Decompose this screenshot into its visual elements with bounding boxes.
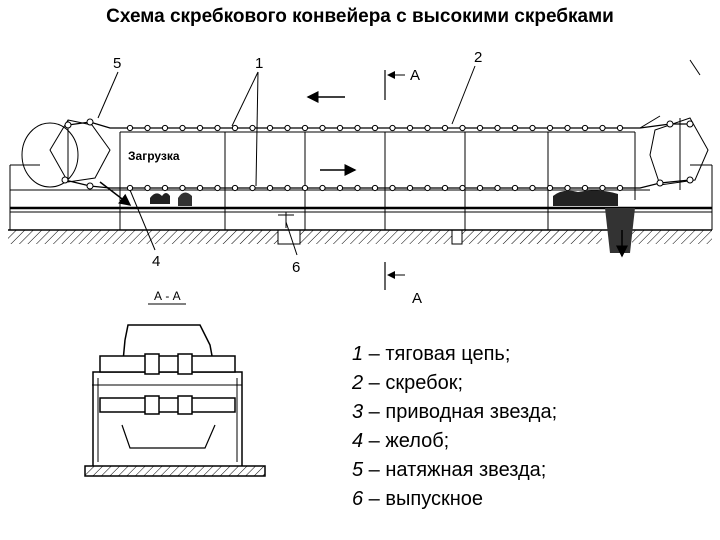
scraper-node — [546, 184, 554, 192]
legend-item: 4 – желоб; — [352, 430, 450, 452]
scraper-node — [564, 124, 571, 132]
diagram-title: Схема скребкового конвейера с высокими с… — [106, 6, 614, 27]
scraper-node — [389, 184, 396, 192]
discharge-outlet — [278, 212, 628, 258]
scraper-node — [179, 124, 186, 132]
scraper-node — [266, 184, 274, 192]
scraper-node — [161, 184, 169, 192]
scraper-node — [406, 124, 414, 132]
scraper-node — [581, 184, 589, 192]
scraper-node — [126, 184, 134, 192]
legend-item: 5 – натяжная звезда; — [352, 459, 547, 481]
scraper-node — [231, 184, 239, 192]
scraper-node — [406, 184, 414, 192]
scraper-node — [284, 184, 291, 192]
legend: 1 – тяговая цепь; 2 – скребок; 3 – приво… — [352, 340, 557, 514]
leader-lines — [97, 65, 476, 256]
scraper-node — [424, 124, 431, 132]
cross-section — [84, 324, 266, 477]
scraper-node — [494, 184, 501, 192]
scraper-node — [319, 184, 326, 192]
scraper-node — [301, 124, 309, 132]
legend-item: 1 – тяговая цепь; — [352, 343, 511, 365]
scraper-node — [354, 184, 361, 192]
scraper-node — [161, 124, 169, 132]
scraper-node — [319, 124, 326, 132]
section-label-bottom: А — [412, 290, 422, 307]
scraper-node — [214, 124, 221, 132]
tension-sprocket — [21, 118, 111, 190]
scraper-node — [529, 124, 536, 132]
scraper-node — [529, 184, 536, 192]
scraper-node — [389, 124, 396, 132]
material — [150, 190, 635, 253]
upper-chain — [67, 121, 690, 132]
label-6: 6 — [292, 259, 300, 276]
scraper-node — [441, 124, 449, 132]
scraper-node — [196, 124, 204, 132]
scraper-node — [371, 184, 379, 192]
scraper-node — [144, 124, 151, 132]
section-view-label: А - А — [154, 289, 181, 303]
scraper-node — [511, 124, 519, 132]
loading-label: Загрузка — [128, 149, 180, 163]
scraper-node — [616, 124, 624, 132]
scraper-node — [581, 124, 589, 132]
scraper-node — [599, 124, 606, 132]
scraper-node — [459, 124, 466, 132]
label-2: 2 — [474, 49, 482, 66]
floor — [8, 229, 712, 245]
scraper-node — [546, 124, 554, 132]
label-5: 5 — [113, 55, 121, 72]
lower-chain — [64, 179, 691, 192]
scraper-node — [179, 184, 186, 192]
scraper-node — [371, 124, 379, 132]
scraper-node — [266, 124, 274, 132]
scraper-node — [249, 184, 256, 192]
scraper-node — [564, 184, 571, 192]
scraper-node — [511, 184, 519, 192]
scraper-node — [476, 184, 484, 192]
trough — [9, 164, 713, 230]
section-marks — [384, 70, 405, 290]
scraper-node — [231, 124, 239, 132]
label-1: 1 — [255, 55, 263, 72]
scraper-node — [144, 184, 151, 192]
scraper-node — [354, 124, 361, 132]
scraper-node — [336, 124, 344, 132]
scraper-node — [214, 184, 221, 192]
scraper-node — [301, 184, 309, 192]
scraper-node — [126, 124, 134, 132]
scraper-node — [336, 184, 344, 192]
scraper-node — [196, 184, 204, 192]
direction-arrows — [99, 91, 357, 206]
drive-sprocket — [639, 59, 709, 190]
legend-item: 6 – выпускное — [352, 488, 484, 510]
legend-item: 3 – приводная звезда; — [352, 401, 558, 423]
legend-item: 2 – скребок; — [352, 372, 464, 394]
scraper-node — [476, 124, 484, 132]
frame — [119, 131, 636, 230]
scraper-node — [249, 124, 256, 132]
section-label-top: А — [410, 67, 420, 84]
scraper-node — [441, 184, 449, 192]
scraper-node — [616, 184, 624, 192]
scraper-node — [494, 124, 501, 132]
scraper-node — [599, 184, 606, 192]
scraper-node — [424, 184, 431, 192]
label-4: 4 — [152, 253, 160, 270]
scraper-node — [459, 184, 466, 192]
scraper-node — [284, 124, 291, 132]
